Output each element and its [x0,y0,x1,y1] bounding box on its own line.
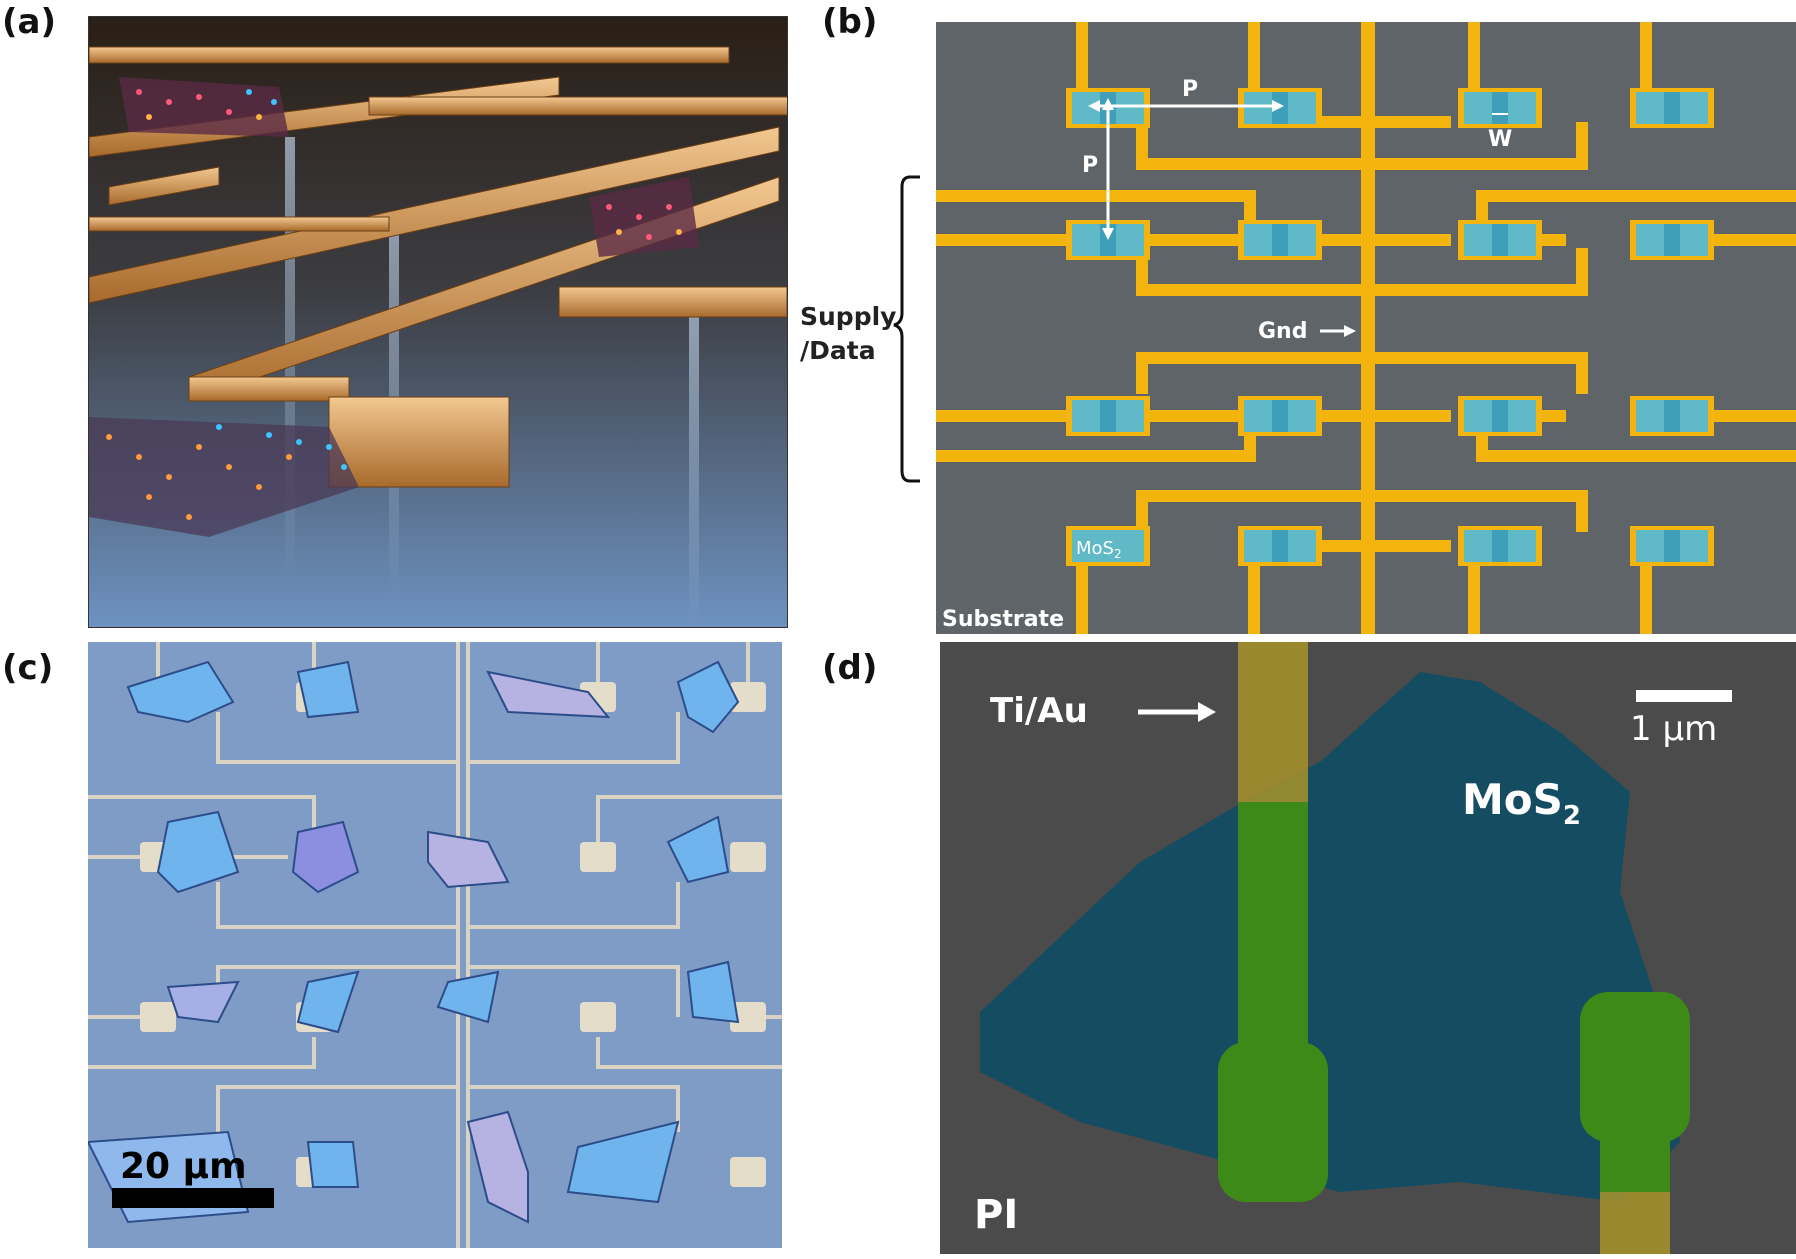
mos2-channel-pads [1066,88,1714,566]
ti-au-label: Ti/Au [990,691,1088,731]
panel-label-b: (b) [822,2,878,42]
light-beam [689,297,699,627]
mos2-flake-label: MoS2 [1462,775,1581,831]
pitch-label-horizontal: P [1182,77,1198,102]
panel-label-d: (d) [822,648,878,688]
panel-label-c: (c) [2,648,54,688]
contact-pad [1218,1042,1328,1202]
pitch-label-vertical: P [1082,153,1098,178]
mos2-lattice-flake [89,417,359,537]
scale-bar-label: 20 µm [120,1146,247,1187]
electrode-lines [936,22,1796,634]
scale-bar [112,1188,274,1208]
ground-arrow [1320,325,1356,337]
panel-label-a: (a) [2,2,57,42]
sem-image: Ti/Au 1 µm MoS2 PI [940,642,1796,1254]
electrode-overlap [1238,802,1308,1082]
ground-label: Gnd [1258,319,1307,344]
mos2-flakes [88,660,740,1224]
data-label: /Data [800,336,876,365]
electrode-overlap [1600,1122,1670,1192]
ti-au-electrode [1238,642,1308,802]
mos2-pad-label: MoS2 [1076,538,1122,561]
array-schematic: P P W Gnd MoS2 Substrate [936,22,1796,634]
ti-au-arrow [1138,702,1216,722]
panel-b-schematic: P P W Gnd MoS2 Substrate [936,22,1796,634]
mos2-lattice-flake [589,177,699,257]
supply-data-label: Supply /Data [800,300,896,368]
substrate-label: Substrate [942,607,1064,632]
width-label: W [1488,127,1512,152]
panel-a-rendering [88,16,788,628]
supply-label: Supply [800,302,897,331]
mos2-flake [980,672,1680,1202]
ground-line [1361,22,1375,634]
rendering-illustration [89,17,787,627]
sem-scale-bar [1636,690,1732,702]
ti-au-electrode [1600,1192,1670,1254]
sem-scale-bar-label: 1 µm [1630,709,1717,749]
contact-pad [1580,992,1690,1142]
pitch-arrows [1088,98,1508,240]
panel-c-micrograph: 20 µm [88,642,782,1248]
mos2-lattice-flake [119,77,289,137]
optical-micrograph: 20 µm [88,642,782,1248]
panel-d-sem: Ti/Au 1 µm MoS2 PI [940,642,1796,1254]
supply-data-bracket [893,175,920,483]
pi-substrate-label: PI [974,1192,1018,1238]
